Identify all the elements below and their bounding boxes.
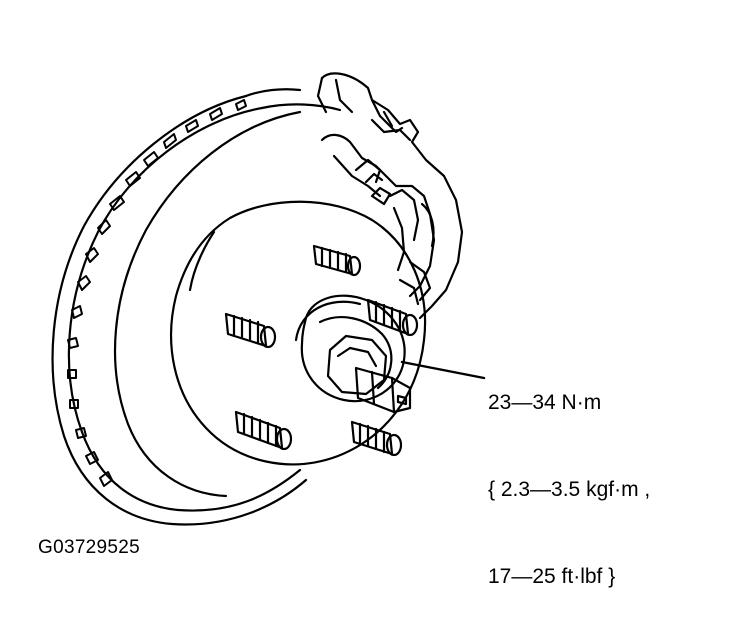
wheel-studs [224,244,419,457]
wheel-stud-bottom-left [234,410,293,451]
wheel-stud-left [224,312,277,349]
caliper-assembly [316,72,464,320]
wheel-stud-bottom-right [350,420,403,457]
brake-rotor [51,88,427,526]
hub-center [294,294,412,414]
torque-value-kgfm: { 2.3—3.5 kgf·m , [488,478,651,501]
callout-leader-line [400,360,486,380]
torque-value-nm: 23—34 N·m [488,391,602,414]
torque-callout: 23—34 N·m { 2.3—3.5 kgf·m , 17—25 ft·lbf… [488,330,650,620]
figure-code: G03729525 [38,537,141,558]
wheel-stud-top [312,244,362,277]
torque-value-ftlbf: 17—25 ft·lbf } [488,565,616,588]
wheel-stud-right [366,298,419,337]
